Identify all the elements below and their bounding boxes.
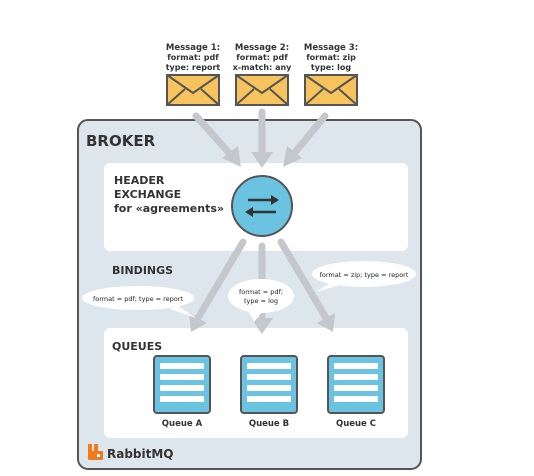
message-3: Message 3: format: zip type: log	[304, 43, 358, 106]
binding-a-text: format = pdf; type = report	[93, 295, 183, 303]
queue-a: Queue A	[153, 355, 211, 429]
arrow-exchange-to-queue-c	[277, 238, 335, 332]
rabbitmq-logo: RabbitMQ	[88, 444, 174, 461]
envelope-icon	[304, 74, 358, 106]
message-2-line1: format: pdf	[236, 53, 288, 62]
exchange-icon	[231, 175, 293, 237]
arrow-exchange-to-queue-a	[189, 238, 247, 332]
binding-c-text: format = zip; type = report	[320, 271, 409, 279]
arrow-message-3-to-exchange	[283, 112, 329, 167]
queue-c-label: Queue C	[336, 419, 376, 429]
exchange-line1: HEADER	[114, 174, 165, 187]
message-1-title: Message 1:	[166, 43, 220, 53]
binding-b-line1: format = pdf;	[239, 288, 283, 296]
envelope-icon	[235, 74, 289, 106]
bindings-title: BINDINGS	[112, 264, 173, 277]
arrow-message-1-to-exchange	[192, 112, 241, 167]
message-1: Message 1: format: pdf type: report	[166, 43, 221, 106]
broker-title: BROKER	[86, 132, 156, 150]
queue-b-label: Queue B	[249, 419, 289, 429]
queue-c: Queue C	[327, 355, 385, 429]
exchange-line3: for «agreements»	[114, 202, 224, 215]
message-3-line2: type: log	[311, 63, 351, 72]
message-2-line2: x-match: any	[233, 63, 293, 72]
rabbitmq-logo-icon	[88, 444, 103, 460]
rabbitmq-logo-text: RabbitMQ	[107, 447, 174, 461]
message-1-line1: format: pdf	[167, 53, 219, 62]
binding-bubble-queue-b: format = pdf; type = log	[228, 279, 294, 322]
envelope-icon	[166, 74, 220, 106]
message-2-title: Message 2:	[235, 43, 289, 53]
arrow-message-2-to-exchange	[251, 108, 273, 168]
message-3-line1: format: zip	[306, 53, 356, 62]
binding-b-line2: type = log	[244, 297, 278, 305]
message-3-title: Message 3:	[304, 43, 358, 53]
queues-title: QUEUES	[112, 340, 162, 353]
binding-bubble-queue-a: format = pdf; type = report	[82, 286, 196, 318]
queue-b: Queue B	[240, 355, 298, 429]
exchange-line2: EXCHANGE	[114, 188, 181, 201]
queue-a-label: Queue A	[162, 419, 203, 429]
binding-bubble-queue-c: format = zip; type = report	[312, 261, 416, 292]
message-2: Message 2: format: pdf x-match: any	[233, 43, 293, 106]
message-1-line2: type: report	[166, 63, 221, 72]
